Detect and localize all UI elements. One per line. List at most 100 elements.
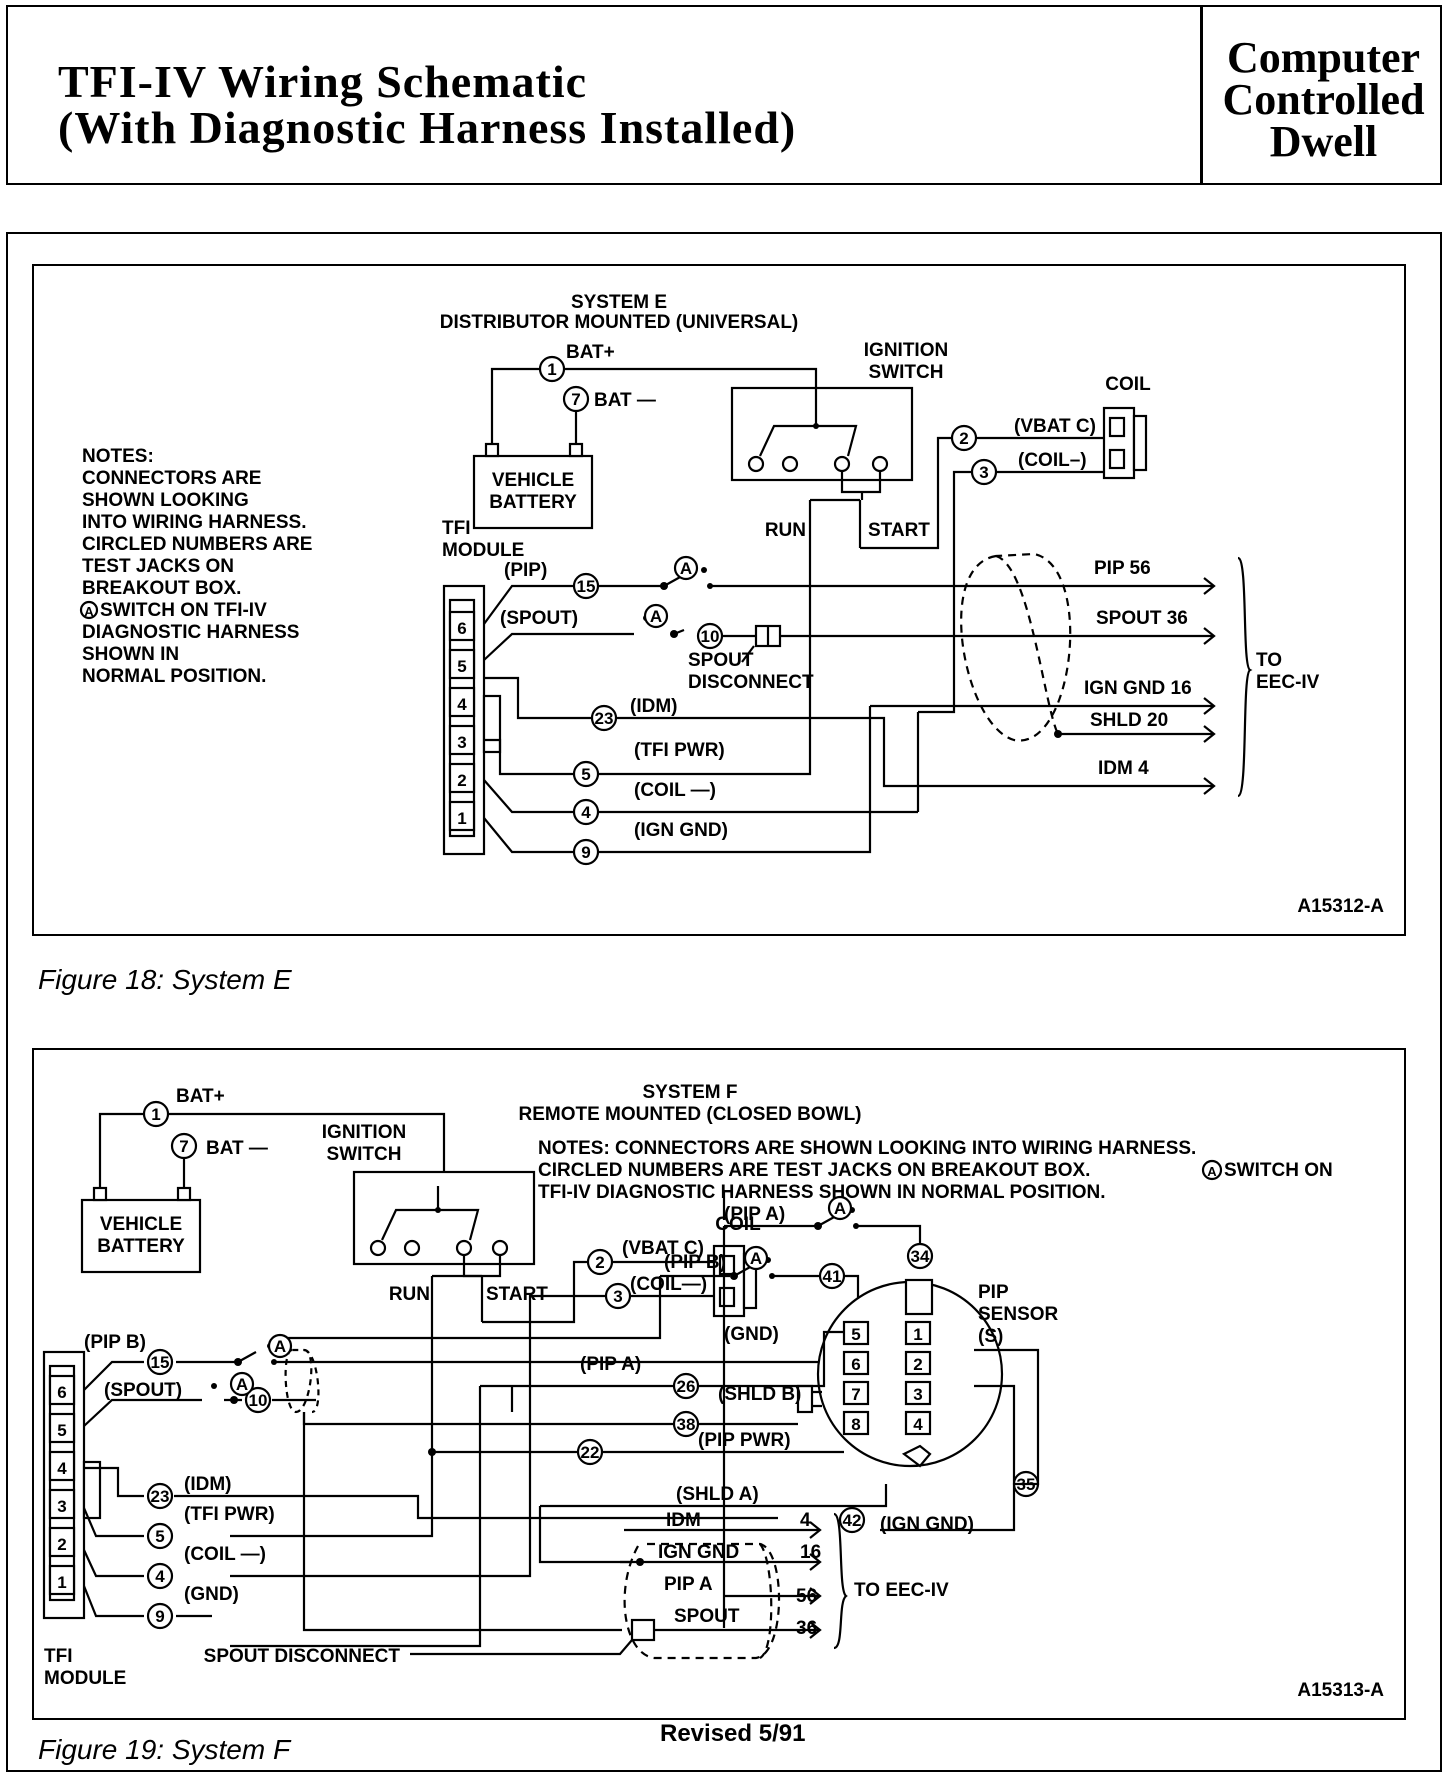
switch-a-letter: A: [834, 1199, 846, 1218]
switch-a-symbol: [673, 555, 699, 581]
test-jack-number: 7: [571, 390, 580, 409]
pin-6: 6: [457, 619, 466, 638]
coil-label: COIL: [1105, 374, 1151, 395]
pin-1: 1: [457, 809, 466, 828]
gnd2-label: (GND): [184, 1584, 239, 1605]
idm4-label: IDM 4: [1098, 758, 1149, 779]
ignition-label: IGNITION: [864, 340, 948, 361]
system-f-subtitle: REMOTE MOUNTED (CLOSED BOWL): [518, 1104, 861, 1125]
vehicle-battery: VEHICLE BATTERY: [80, 1186, 202, 1274]
revision-text: Revised 5/91: [660, 1720, 806, 1747]
figure-18-schematic: SYSTEM E DISTRIBUTOR MOUNTED (UNIVERSAL)…: [79, 292, 1384, 917]
note-line: NORMAL POSITION.: [82, 666, 266, 687]
note-line: NOTES: CONNECTORS ARE SHOWN LOOKING INTO…: [538, 1138, 1196, 1159]
pip56-label: PIP 56: [1094, 558, 1151, 579]
spout-label: (SPOUT): [104, 1380, 182, 1401]
pipa-out-label: PIP A: [664, 1574, 713, 1595]
spout-label: (SPOUT): [500, 608, 578, 629]
note-line: INTO WIRING HARNESS.: [82, 512, 307, 533]
test-jack-number: 4: [155, 1567, 165, 1586]
bat-plus-label: BAT+: [566, 342, 615, 363]
header-side-box: Computer Controlled Dwell: [1201, 5, 1442, 185]
side-line-3: Dwell: [1269, 117, 1378, 166]
note-line: TFI-IV DIAGNOSTIC HARNESS SHOWN IN NORMA…: [538, 1182, 1106, 1203]
switch-a-letter: A: [274, 1337, 286, 1356]
title-line-1: TFI-IV Wiring Schematic: [58, 56, 588, 107]
test-jack-number: 15: [151, 1353, 170, 1372]
test-jack: [562, 385, 590, 413]
switch-a-letter: A: [84, 604, 94, 619]
switch-a-symbol: [1201, 1159, 1223, 1181]
test-jack-number: 34: [911, 1247, 930, 1266]
shield-outline: [960, 552, 1072, 742]
note-line: SHOWN IN: [82, 644, 179, 665]
coil-minus-label: (COIL–): [1018, 450, 1087, 471]
pip-a2-label: (PIP A): [580, 1354, 641, 1375]
test-jack-number: 9: [581, 843, 590, 862]
test-jack: [590, 704, 618, 732]
revision-note: Revised 5/91: [660, 1720, 805, 1748]
pin-2: 2: [457, 771, 466, 790]
note-line: CIRCLED NUMBERS ARE: [82, 534, 312, 555]
pin-4: 4: [457, 695, 467, 714]
pip-pwr-label: (PIP PWR): [698, 1430, 791, 1451]
bat-minus-label: BAT —: [206, 1138, 268, 1159]
test-jack-number: 22: [581, 1443, 600, 1462]
tfi-module-connector: 6 5 4 3 2 1: [42, 1350, 102, 1620]
spout-disconnect-label: SPOUT: [688, 650, 754, 671]
system-e-subtitle: DISTRIBUTOR MOUNTED (UNIVERSAL): [440, 312, 799, 333]
test-jack: [950, 424, 978, 452]
shld-b-label: (SHLD B): [718, 1384, 801, 1405]
sensor-pin: 2: [913, 1355, 922, 1374]
figure-18-frame: SYSTEM E DISTRIBUTOR MOUNTED (UNIVERSAL)…: [32, 264, 1406, 936]
note-line: SWITCH ON: [1224, 1160, 1333, 1181]
run-label: RUN: [765, 520, 806, 541]
test-jack: [572, 798, 600, 826]
tfi-module-label: MODULE: [44, 1668, 126, 1689]
pip-sensor-label: PIP: [978, 1282, 1009, 1303]
bat-minus-label: BAT —: [594, 390, 656, 411]
spout-disconnect-label: DISCONNECT: [688, 672, 814, 693]
test-jack: [572, 760, 600, 788]
fig19-test-jacks: 1 BAT+ 7 BAT — 2 3 34 41 15 10 26 38 22 …: [142, 1086, 1040, 1630]
test-jack-number: 5: [581, 765, 590, 784]
ignition-label: SWITCH: [869, 362, 944, 383]
figure-19-frame: SYSTEM F REMOTE MOUNTED (CLOSED BOWL) NO…: [32, 1048, 1406, 1720]
pin-3: 3: [457, 733, 466, 752]
idm-out-number: 4: [800, 1510, 811, 1531]
fig18-notes: NOTES: CONNECTORS ARE SHOWN LOOKING INTO…: [79, 446, 312, 687]
test-jack-number: 7: [179, 1137, 188, 1156]
vbat-c-label: (VBAT C): [622, 1238, 704, 1259]
figure-19-schematic: SYSTEM F REMOTE MOUNTED (CLOSED BOWL) NO…: [42, 1082, 1384, 1701]
page-title: TFI-IV Wiring Schematic (With Diagnostic…: [58, 59, 796, 151]
to-label: TO: [1256, 650, 1282, 671]
switch-a-symbol: [643, 603, 669, 629]
header-title-box: TFI-IV Wiring Schematic (With Diagnostic…: [6, 5, 1202, 185]
sensor-pin: 8: [851, 1415, 860, 1434]
test-jack-number: 10: [249, 1391, 268, 1410]
side-line-1: Computer: [1226, 33, 1421, 82]
test-jack-number: 3: [613, 1287, 622, 1306]
run-label: RUN: [389, 1284, 430, 1305]
fig19-notes: NOTES: CONNECTORS ARE SHOWN LOOKING INTO…: [538, 1138, 1333, 1203]
note-line: SWITCH ON TFI-IV: [100, 600, 267, 621]
battery-label: BATTERY: [489, 492, 577, 513]
note-line: CIRCLED NUMBERS ARE TEST JACKS ON BREAKO…: [538, 1160, 1090, 1181]
note-line: TEST JACKS ON: [82, 556, 234, 577]
system-e-title: SYSTEM E: [571, 292, 667, 313]
note-line: SHOWN LOOKING: [82, 490, 249, 511]
test-jack: [696, 622, 724, 650]
battery-label: BATTERY: [97, 1236, 185, 1257]
eec-iv-label: EEC-IV: [1256, 672, 1320, 693]
sensor-pin: 3: [913, 1385, 922, 1404]
to-eec-label: TO EEC-IV: [854, 1580, 949, 1601]
switch-a-letter: A: [1207, 1164, 1217, 1179]
system-f-title: SYSTEM F: [642, 1082, 737, 1103]
test-jack-number: 1: [547, 360, 556, 379]
fig18-test-jacks: 1 BAT+ 7 BAT — 2 3 15 10 23 5 4 9 A A: [538, 342, 998, 866]
figure-code: A15313-A: [1297, 1680, 1384, 1701]
switch-a-symbol: [79, 600, 99, 620]
pin-1: 1: [57, 1573, 66, 1592]
gnd-label: (GND): [724, 1324, 779, 1345]
ignition-switch: IGNITION SWITCH: [322, 1122, 536, 1278]
